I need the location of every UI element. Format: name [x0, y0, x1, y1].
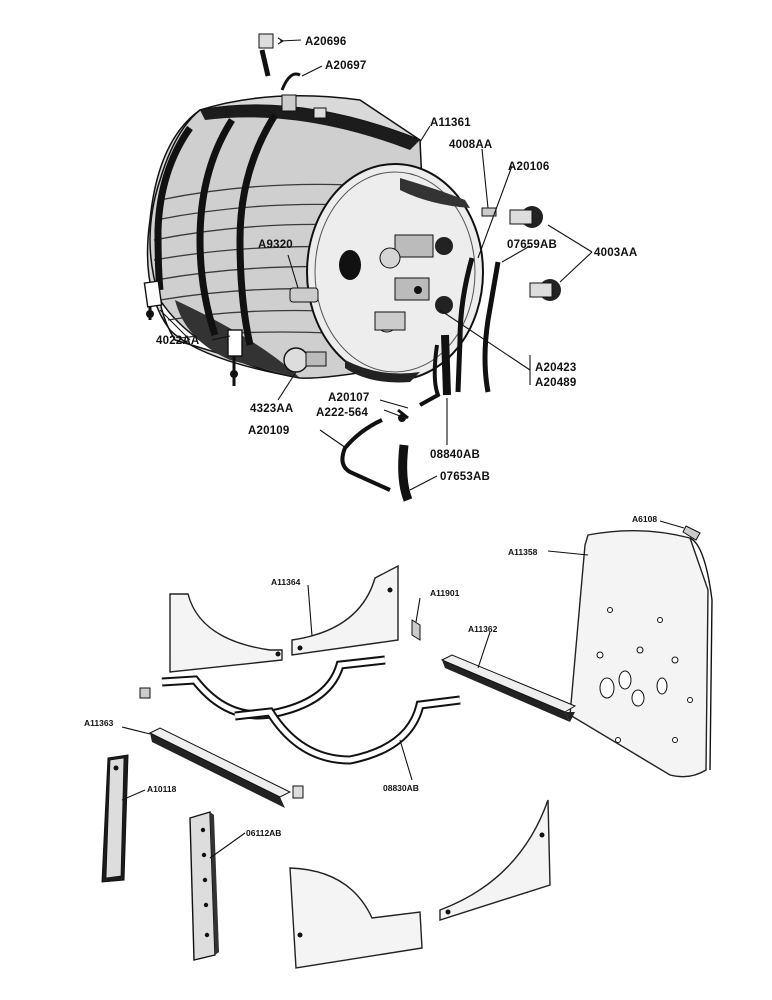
label-a11901: A11901 [430, 588, 460, 598]
small-bracket-a11901 [411, 619, 421, 641]
clip-a6108 [682, 525, 701, 541]
label-a10118: A10118 [147, 784, 177, 794]
label-a20423: A20423 [535, 362, 576, 374]
upper-cradle-left [169, 593, 283, 673]
part-labels: A20696 A20697 A11361 4008AA A20106 A9320… [84, 36, 657, 838]
label-a20107: A20107 [328, 392, 369, 404]
filler-cap [258, 33, 274, 77]
breather-tube [280, 72, 301, 91]
tank-straps [139, 655, 461, 765]
lower-cradle-left [289, 867, 423, 969]
leader-lines [121, 37, 685, 859]
fuel-tank [143, 94, 484, 386]
support-bar-06112ab [189, 811, 219, 961]
label-4008aa: 4008AA [449, 139, 492, 151]
label-a11362: A11362 [468, 624, 498, 634]
label-a11363: A11363 [84, 718, 114, 728]
label-a11358: A11358 [508, 547, 538, 557]
label-a222-564: A222-564 [316, 407, 369, 419]
label-a11361: A11361 [430, 117, 471, 129]
label-08830ab: 08830AB [383, 783, 419, 793]
label-a20697: A20697 [325, 60, 366, 72]
label-4003aa: 4003AA [594, 247, 637, 259]
support-bar-a10118 [101, 754, 129, 883]
label-a6108: A6108 [632, 514, 657, 524]
label-a20106: A20106 [508, 161, 549, 173]
label-a11364: A11364 [271, 577, 301, 587]
angle-rail-a11363 [148, 727, 304, 808]
label-a20489: A20489 [535, 377, 576, 389]
shutoff-valves [481, 206, 561, 301]
label-a20696: A20696 [305, 36, 346, 48]
angle-rail-a11362 [440, 654, 577, 722]
label-07653ab: 07653AB [440, 471, 490, 483]
lower-cradle-right [439, 799, 551, 921]
label-06112ab: 06112AB [246, 828, 281, 838]
fuel-lines [340, 257, 501, 502]
label-4022aa: 4022AA [156, 335, 199, 347]
upper-cradle-right [291, 564, 399, 656]
label-a9320: A9320 [258, 239, 293, 251]
label-07659ab: 07659AB [507, 239, 557, 251]
label-a20109: A20109 [248, 425, 289, 437]
shield-plate [569, 529, 713, 778]
label-4323aa: 4323AA [250, 403, 293, 415]
label-08840ab: 08840AB [430, 449, 480, 461]
